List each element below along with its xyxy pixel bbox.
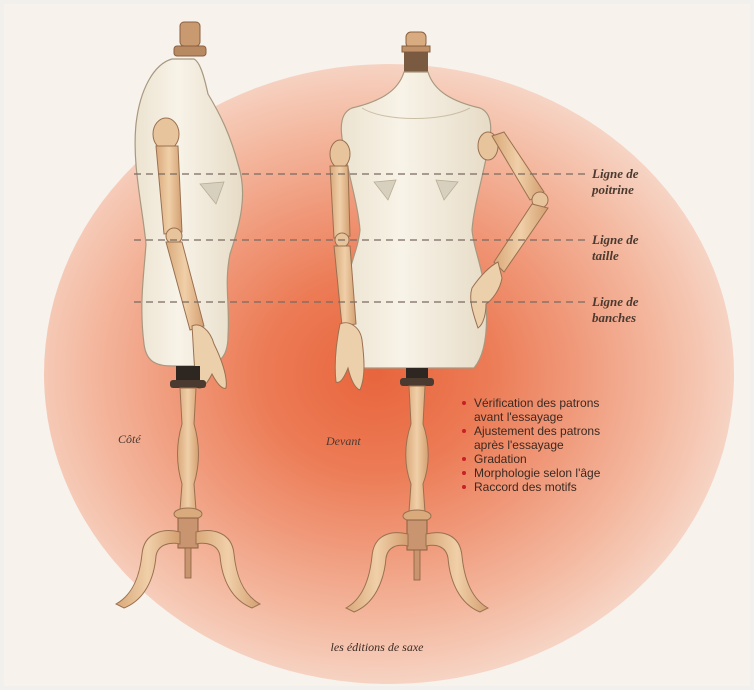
feature-list: Vérification des patrons avant l'essayag… [462, 396, 600, 494]
feature-item: Raccord des motifs [462, 480, 600, 494]
side-view-label: Côté [118, 432, 141, 447]
publisher-name: les éditions de saxe [4, 640, 750, 655]
feature-item: Morphologie selon l'âge [462, 466, 600, 480]
feature-item: Gradation [462, 452, 600, 466]
waist-line-label: Ligne de taille [592, 232, 639, 264]
front-view-label: Devant [326, 434, 361, 449]
feature-item: Ajustement des patrons après l'essayage [462, 424, 600, 452]
bust-line-label: Ligne de poitrine [592, 166, 639, 198]
book-cover: Ligne de poitrine Ligne de taille Ligne … [4, 4, 750, 686]
side-mannequin [116, 22, 260, 608]
mannequin-illustration [4, 4, 750, 686]
feature-item: Vérification des patrons avant l'essayag… [462, 396, 600, 424]
front-mannequin [330, 32, 548, 612]
hip-line-label: Ligne de banches [592, 294, 639, 326]
